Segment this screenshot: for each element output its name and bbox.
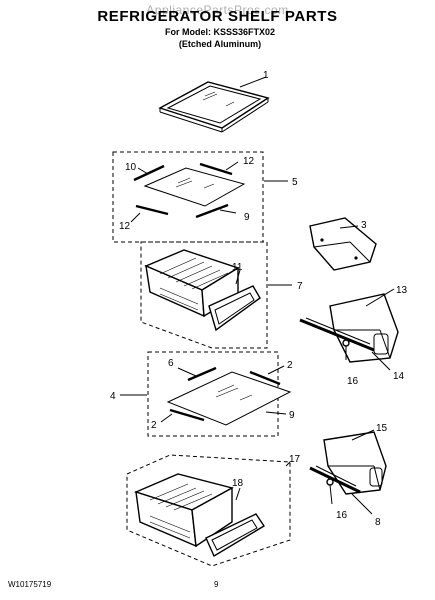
part-17-drawer-drawing [126,454,291,567]
callout-9-lower: 9 [289,410,295,421]
callout-9-upper: 9 [244,212,250,223]
callout-7: 7 [297,281,303,292]
callout-18: 18 [232,478,244,489]
callout-11: 11 [232,262,243,273]
document-number: W10175719 [8,580,52,589]
callout-2-upper: 2 [287,360,293,371]
model-line: For Model: KSSS36FTX02 [164,27,276,37]
callout-14: 14 [393,371,405,382]
finish-line: (Etched Aluminum) [178,39,262,49]
callout-17: 17 [289,454,301,465]
callout-5: 5 [292,177,298,188]
watermark-text: AppliancePartsPros.com [146,3,289,17]
callout-4: 4 [110,391,116,402]
callout-12-bottom: 12 [119,221,131,232]
callout-15: 15 [376,423,388,434]
part-1-shelf-drawing [158,76,270,133]
callout-3: 3 [361,220,367,231]
callout-16-upper: 16 [347,376,359,387]
callout-10: 10 [125,162,137,173]
part-3-bracket-drawing [309,217,377,271]
callout-16-lower: 16 [336,510,348,521]
part-13-slide-assembly-drawing [299,288,399,371]
part-15-slide-assembly-drawing [309,429,387,515]
callout-12-top: 12 [243,156,255,167]
page-number: 9 [214,580,219,589]
page-title: REFRIGERATOR SHELF PARTS [97,8,338,25]
callout-6: 6 [168,358,174,369]
callout-13: 13 [396,285,408,296]
callout-1: 1 [263,70,269,81]
part-7-drawer-drawing [140,241,292,349]
callout-8: 8 [375,517,381,528]
part-5-group-drawing [112,151,288,243]
callout-2-lower: 2 [151,420,157,431]
part-4-shelf-group-drawing [120,351,292,437]
